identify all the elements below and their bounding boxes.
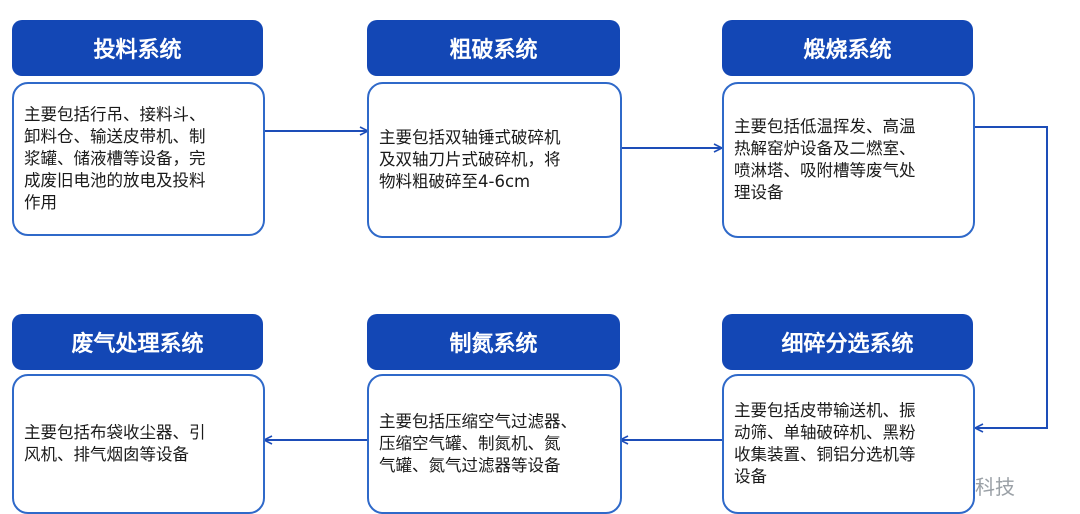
node-coarse-crushing-system-body: 主要包括双轴锤式破碎机 及双轴刀片式破碎机，将 物料粗破碎至4-6cm — [367, 82, 622, 238]
node-calcination-system-description: 主要包括低温挥发、高温 热解窑炉设备及二燃室、 喷淋塔、吸附槽等废气处 理设备 — [734, 117, 916, 202]
node-fine-crushing-sorting-system-body: 主要包括皮带输送机、振 动筛、单轴破碎机、黑粉 收集装置、铜铝分选机等 设备 — [722, 374, 975, 514]
node-exhaust-treatment-system-body: 主要包括布袋收尘器、引 风机、排气烟囱等设备 — [12, 374, 265, 514]
node-calcination-system-body: 主要包括低温挥发、高温 热解窑炉设备及二燃室、 喷淋塔、吸附槽等废气处 理设备 — [722, 82, 975, 238]
arrow-calcine-to-fine — [975, 126, 1048, 428]
node-feeding-system-description: 主要包括行吊、接料斗、 卸料仓、输送皮带机、制 浆罐、储液槽等设备，完 成废旧电… — [24, 105, 206, 212]
node-nitrogen-system-description: 主要包括压缩空气过滤器、 压缩空气罐、制氮机、氮 气罐、氮气过滤器等设备 — [379, 412, 577, 475]
node-nitrogen-system-title: 制氮系统 — [367, 314, 620, 370]
node-calcination-system-title: 煅烧系统 — [722, 20, 973, 76]
node-exhaust-treatment-system-title: 废气处理系统 — [12, 314, 263, 370]
node-nitrogen-system-body: 主要包括压缩空气过滤器、 压缩空气罐、制氮机、氮 气罐、氮气过滤器等设备 — [367, 374, 622, 514]
node-exhaust-treatment-system-description: 主要包括布袋收尘器、引 风机、排气烟囱等设备 — [24, 423, 206, 464]
node-feeding-system-title: 投料系统 — [12, 20, 263, 76]
node-fine-crushing-sorting-system-title: 细碎分选系统 — [722, 314, 973, 370]
node-coarse-crushing-system-description: 主要包括双轴锤式破碎机 及双轴刀片式破碎机，将 物料粗破碎至4-6cm — [379, 128, 561, 191]
node-feeding-system-body: 主要包括行吊、接料斗、 卸料仓、输送皮带机、制 浆罐、储液槽等设备，完 成废旧电… — [12, 82, 265, 236]
node-fine-crushing-sorting-system-description: 主要包括皮带输送机、振 动筛、单轴破碎机、黑粉 收集装置、铜铝分选机等 设备 — [734, 401, 916, 486]
node-coarse-crushing-system-title: 粗破系统 — [367, 20, 620, 76]
